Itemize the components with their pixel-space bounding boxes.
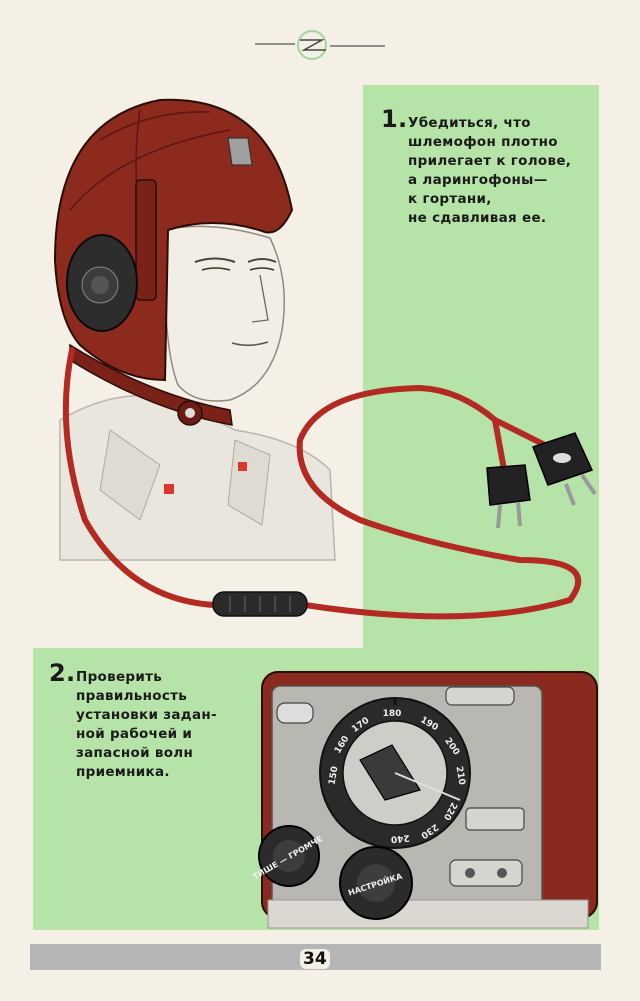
step-line: правильность xyxy=(76,688,188,704)
plug-left xyxy=(486,464,531,529)
step-line: прилегает к голове, xyxy=(408,153,572,169)
face xyxy=(163,225,286,402)
step-line: приемника. xyxy=(76,764,170,780)
plug-right xyxy=(532,432,597,506)
step-line: шлемофон плотно xyxy=(408,134,558,150)
dial-tick-label: 150 xyxy=(327,766,340,786)
step-line: ной рабочей и xyxy=(76,726,193,742)
step-line: не сдавливая ее. xyxy=(408,210,547,226)
step-line: к гортани, xyxy=(408,191,492,207)
dial-tick-label: 180 xyxy=(383,709,402,719)
header-ornament xyxy=(255,30,385,60)
dial-tick-label: 240 xyxy=(390,832,410,844)
step-line: Убедиться, что xyxy=(408,115,531,131)
leather-helmet xyxy=(53,98,294,426)
cord-junction xyxy=(212,591,308,617)
step-line: установки задан- xyxy=(76,707,217,723)
dial-tick-label: 210 xyxy=(453,766,466,786)
uniform xyxy=(59,394,336,561)
step-number: 1. xyxy=(381,105,408,133)
radio-receiver xyxy=(258,671,598,929)
step-line: Проверить xyxy=(76,669,163,685)
step-number: 2. xyxy=(49,659,76,687)
step-line: запасной волн xyxy=(76,745,194,761)
instruction-step-1: 1. Убедиться, что шлемофон плотно прилег… xyxy=(381,107,572,228)
instruction-step-2: 2. Проверить правильность установки зада… xyxy=(49,661,217,782)
headset-cord xyxy=(62,347,582,620)
step-line: а ларингофоны— xyxy=(408,172,548,188)
page-number: 34 xyxy=(300,949,330,969)
